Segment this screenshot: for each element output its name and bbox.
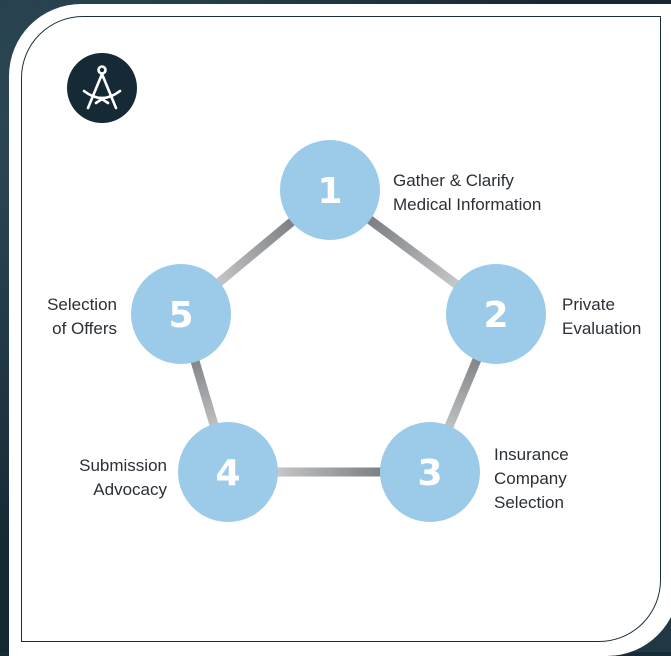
step-label-5-line-1: Selection	[47, 295, 117, 314]
step-label-4: Submission Advocacy	[79, 454, 167, 502]
step-label-1-line-2: Medical Information	[393, 195, 542, 214]
step-number-2: 2	[483, 295, 508, 336]
step-label-5-line-2: of Offers	[52, 319, 117, 338]
step-label-2-line-1: Private	[562, 295, 615, 314]
step-label-3-line-1: Insurance	[494, 445, 569, 464]
step-node-3: 3	[380, 422, 480, 522]
step-number-1: 1	[317, 171, 342, 212]
step-number-5: 5	[168, 295, 193, 336]
drafting-compass-icon	[67, 53, 137, 123]
step-label-2-line-2: Evaluation	[562, 319, 642, 338]
step-label-3: Insurance Company Selection	[494, 443, 569, 515]
step-label-4-line-2: Advocacy	[93, 480, 167, 499]
step-label-5: Selection of Offers	[47, 293, 117, 341]
step-label-3-line-2: Company	[494, 469, 567, 488]
step-label-2: Private Evaluation	[562, 293, 641, 341]
step-label-4-line-1: Submission	[79, 456, 167, 475]
step-number-3: 3	[417, 453, 442, 494]
step-label-1-line-1: Gather & Clarify	[393, 171, 514, 190]
step-label-1: Gather & Clarify Medical Information	[393, 169, 541, 217]
card-border	[21, 16, 661, 642]
step-number-4: 4	[215, 453, 240, 494]
step-node-1: 1	[280, 140, 380, 240]
step-node-4: 4	[178, 422, 278, 522]
step-node-2: 2	[446, 264, 546, 364]
step-label-3-line-3: Selection	[494, 493, 564, 512]
step-node-5: 5	[131, 264, 231, 364]
